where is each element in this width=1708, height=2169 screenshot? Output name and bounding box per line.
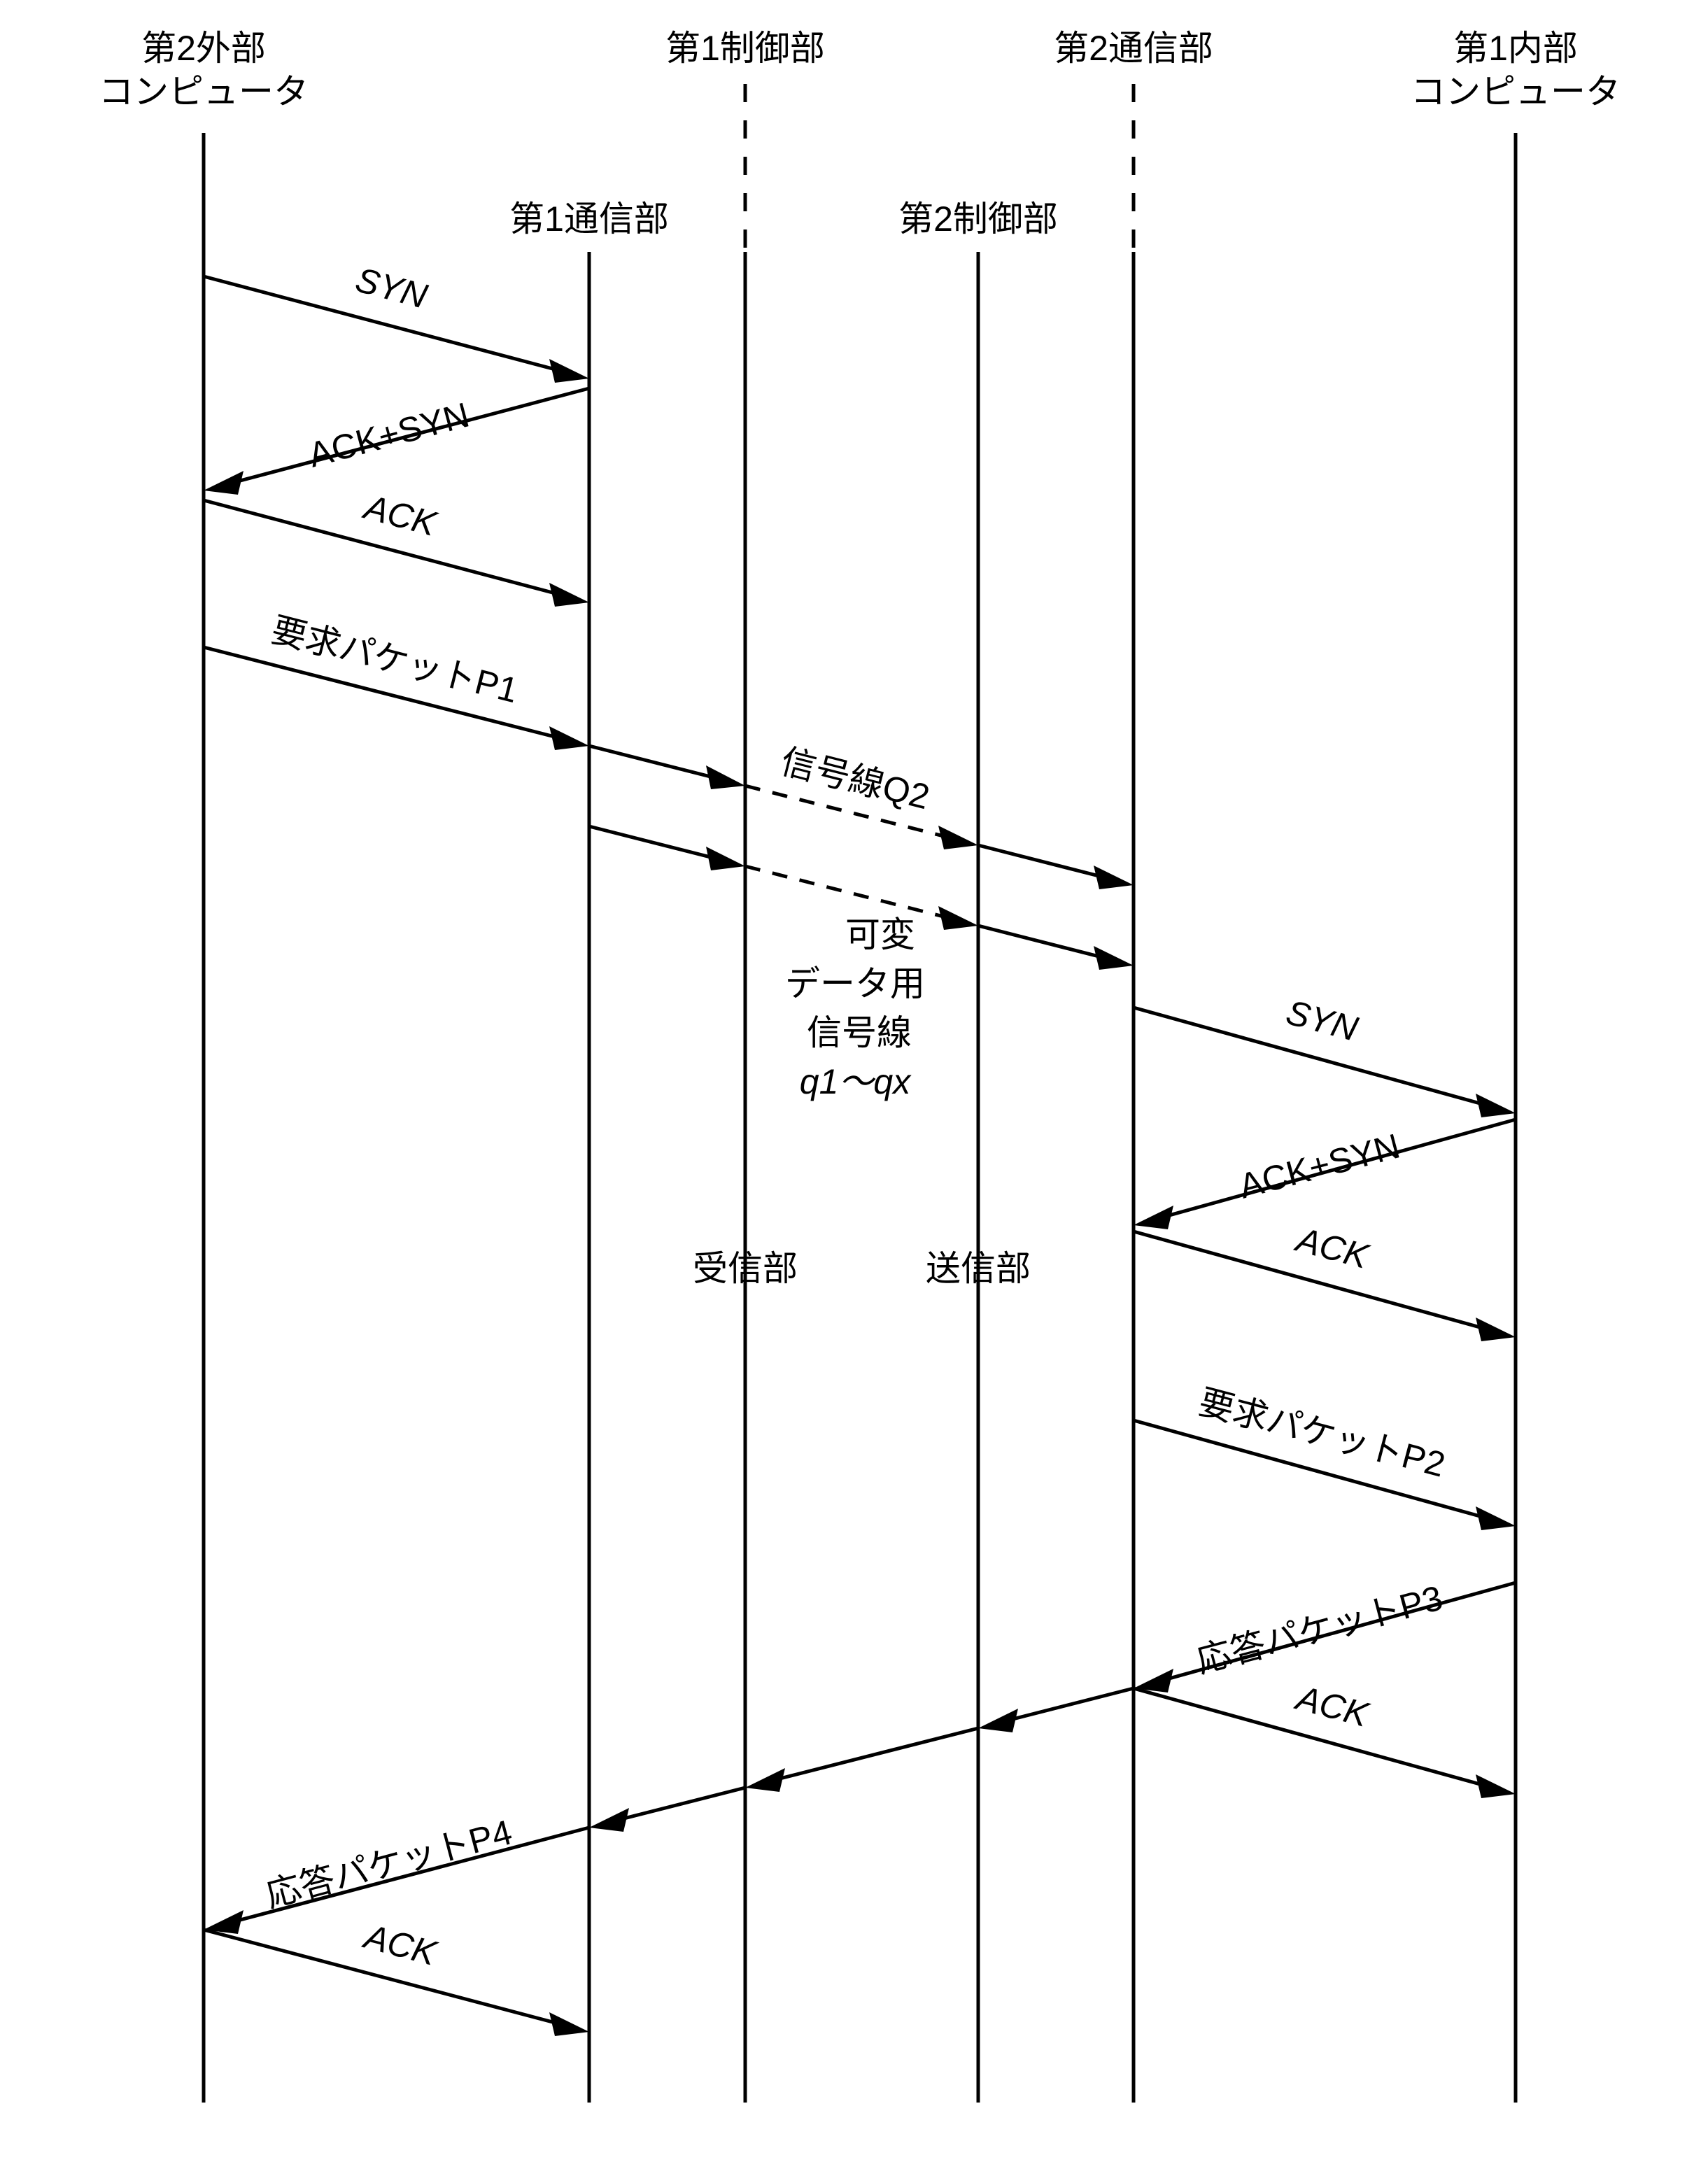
- message-label-response-p3: 応答パケットP3: [1192, 1578, 1446, 1680]
- arrowhead-p1b-ctrl1: [706, 847, 745, 870]
- message-arrow-p4-comm2-ctrl2: [993, 1686, 1134, 1726]
- arrowhead-q2: [938, 826, 978, 849]
- lifeline-label-ext2-line2: コンピュータ: [99, 72, 309, 111]
- note-label-variable-line2: データ用: [785, 964, 925, 1003]
- arrowhead-ack-syn-right: [1134, 1206, 1173, 1229]
- arrowhead-syn-left: [549, 359, 589, 383]
- lifeline-label-int1-line2: コンピュータ: [1411, 72, 1621, 111]
- note-label-variable-line3: 信号線: [807, 1013, 912, 1052]
- message-arrow-ack-syn-right: [1148, 1117, 1516, 1223]
- message-label-ack-left: ACK: [359, 487, 442, 544]
- message-arrow-p1b-comm1-ctrl1: [588, 824, 731, 864]
- message-arrow-ack-p3: [1133, 1686, 1501, 1792]
- lifeline-label-int1-line1: 第1内部: [1453, 29, 1578, 68]
- inner-label-receiver: 受信部: [693, 1249, 798, 1288]
- lifeline-label-comm2: 第2通信部: [1054, 29, 1213, 68]
- message-arrow-syn-right: [1133, 1005, 1501, 1111]
- message-arrow-response-p3: [1148, 1581, 1516, 1686]
- arrowhead-ack-left: [549, 583, 589, 607]
- message-label-response-p4: 応答パケットP4: [262, 1812, 516, 1914]
- message-label-ack-final: ACK: [359, 1916, 442, 1974]
- message-arrow-response-p4: [218, 1825, 590, 1928]
- arrowhead-request-p1-comm1: [549, 726, 589, 750]
- message-arrow-q2-dashed: [744, 784, 964, 843]
- message-arrow-ack-final: [203, 1928, 574, 2030]
- message-arrow-q2-ctrl2-comm2: [977, 843, 1119, 883]
- message-label-syn-right: SYN: [1282, 992, 1362, 1049]
- arrowhead-variable-comm2: [1094, 946, 1134, 970]
- message-arrow-request-p2: [1133, 1418, 1501, 1524]
- lifeline-label-ctrl1: 第1制御部: [665, 29, 825, 68]
- message-arrow-request-p1: [203, 645, 574, 744]
- arrowhead-response-p4: [204, 1910, 244, 1934]
- arrowhead-ack-right: [1476, 1317, 1516, 1341]
- message-label-ack-syn-right: ACK+SYN: [1235, 1126, 1404, 1206]
- lifeline-label-comm1: 第1通信部: [509, 199, 669, 239]
- arrowhead-q2-comm2: [1094, 866, 1134, 889]
- message-label-ack-right: ACK: [1291, 1220, 1374, 1277]
- message-arrow-syn-left: [203, 274, 574, 376]
- arrowhead-response-p3: [1134, 1669, 1173, 1693]
- arrowhead-syn-right: [1476, 1094, 1516, 1117]
- message-group-request-p1: 要求パケットP1: [203, 610, 1134, 970]
- inner-labels-group: 受信部 送信部: [693, 1249, 1031, 1288]
- lifeline-labels-group: 第2外部 コンピュータ 第1通信部 第1制御部 第2制御部 第2通信部 第1内部…: [99, 29, 1621, 239]
- message-arrow-variable-ctrl2-comm2: [977, 924, 1119, 963]
- lifelines-group: [202, 84, 1518, 2103]
- message-arrow-p4-ctrl2-ctrl1: [760, 1726, 979, 1786]
- arrowhead-ack-final: [549, 2012, 589, 2036]
- message-group-right-handshake: SYN ACK+SYN ACK: [1133, 992, 1516, 1341]
- message-arrow-variable-data-dashed: [744, 864, 964, 924]
- message-group-response-p4: 応答パケットP4 ACK: [203, 1686, 1134, 2036]
- message-label-request-p2: 要求パケットP2: [1195, 1382, 1449, 1484]
- note-label-variable-line4: q1〜qx: [800, 1062, 912, 1101]
- message-arrow-ack-right: [1133, 1229, 1501, 1335]
- message-label-syn-left: SYN: [351, 260, 432, 316]
- arrowhead-ack-p3: [1476, 1774, 1516, 1798]
- note-label-signal-line-q2: 信号線Q2: [777, 742, 933, 817]
- message-group-request-p2: 要求パケットP2: [1133, 1382, 1516, 1530]
- arrowhead-ack-syn-left: [204, 471, 244, 495]
- lifeline-label-ctrl2: 第2制御部: [898, 199, 1058, 239]
- note-label-variable-line1: 可変: [845, 915, 915, 954]
- message-group-response-p3: 応答パケットP3 ACK: [1133, 1578, 1516, 1798]
- arrowhead-variable-data: [938, 906, 978, 930]
- message-arrow-ack-syn-left: [218, 386, 590, 488]
- arrowhead-p4-ctrl2: [978, 1709, 1018, 1732]
- inner-label-transmitter: 送信部: [926, 1249, 1031, 1288]
- arrowhead-request-p2: [1476, 1506, 1516, 1530]
- arrowhead-p4-comm1: [589, 1808, 629, 1832]
- lifeline-label-ext2-line1: 第2外部: [141, 29, 266, 68]
- message-group-left-handshake: SYN ACK+SYN ACK: [203, 260, 590, 607]
- message-arrow-p1-comm1-ctrl1: [588, 744, 731, 784]
- message-label-ack-p3: ACK: [1291, 1678, 1374, 1735]
- arrowhead-p4-ctrl1: [745, 1768, 785, 1792]
- message-arrow-ack-left: [203, 498, 574, 600]
- message-label-ack-syn-left: ACK+SYN: [304, 395, 473, 475]
- message-arrow-p4-ctrl1-comm1: [604, 1786, 746, 1825]
- signal-notes-group: 信号線Q2 可変 データ用 信号線 q1〜qx: [777, 742, 933, 1101]
- arrowhead-p1-ctrl1: [706, 765, 745, 789]
